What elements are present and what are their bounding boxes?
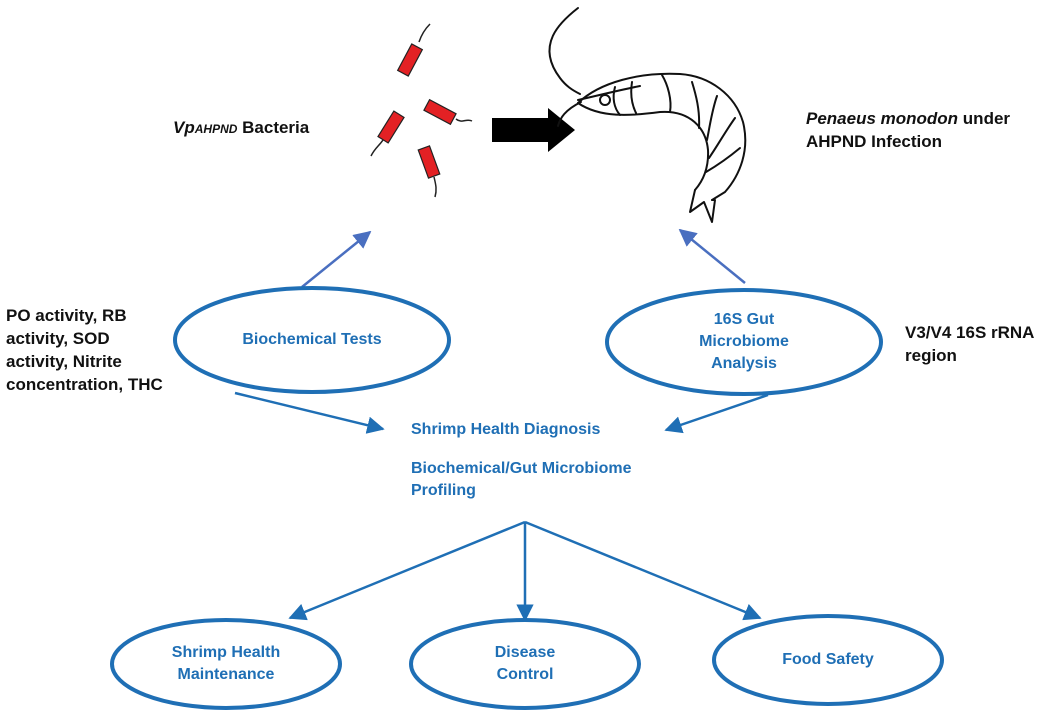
biochem-param-line: PO activity, RB	[6, 306, 127, 325]
rrna-line: V3/V4 16S rRNA	[905, 323, 1035, 342]
food-safety-label: Food Safety	[782, 651, 874, 668]
arrow-biochem-to-diagnosis	[234, 391, 385, 434]
rrna-region-label: V3/V4 16S rRNA region	[905, 321, 1034, 367]
biochem-parameters: PO activity, RB activity, SOD activity, …	[6, 304, 163, 396]
bacteria-subscript: AHPND	[194, 122, 238, 136]
bacterium-1	[396, 23, 431, 77]
food-safety-ellipse	[712, 614, 944, 706]
rrna-line: region	[905, 346, 957, 365]
diagnosis-label: Shrimp Health Diagnosis	[411, 421, 601, 438]
arrow-microbiome-to-shrimp	[678, 228, 746, 284]
bacterium-2	[423, 98, 473, 126]
infection-arrow	[492, 108, 575, 152]
maintenance-line: Shrimp Health	[171, 644, 281, 661]
shrimp-species: Penaeus monodon	[806, 109, 959, 128]
biochemical-tests-ellipse	[173, 286, 451, 394]
maintenance-ellipse	[110, 618, 342, 710]
bacteria-suffix: Bacteria	[237, 118, 310, 137]
disease-control-label: Disease Control	[425, 642, 625, 686]
shrimp-label: Penaeus monodon under AHPND Infection	[806, 107, 1010, 153]
arrow-biochem-to-bacteria	[301, 230, 372, 288]
profiling-label: Biochemical/Gut Microbiome Profiling	[411, 458, 631, 502]
arrow-microbiome-to-diagnosis	[664, 393, 769, 434]
disease-control-ellipse	[409, 618, 641, 710]
biochem-param-line: activity, Nitrite	[6, 352, 122, 371]
microbiome-analysis-ellipse	[605, 288, 883, 396]
biochem-param-line: concentration, THC	[6, 375, 163, 394]
disease-line: Disease	[494, 644, 556, 661]
profiling-line: Biochemical/Gut Microbiome	[411, 460, 632, 477]
microbiome-line: Microbiome	[699, 333, 789, 350]
shrimp-condition: AHPND Infection	[806, 132, 942, 151]
bacteria-prefix: Vp	[173, 118, 195, 137]
disease-line: Control	[496, 666, 554, 683]
microbiome-analysis-label: 16S Gut Microbiome Analysis	[644, 309, 844, 375]
profiling-line: Profiling	[411, 482, 476, 499]
biochemical-tests-label: Biochemical Tests	[242, 331, 382, 348]
shrimp-under: under	[958, 109, 1011, 128]
bacteria-label: VpAHPND Bacteria	[173, 116, 309, 141]
bacterium-3	[370, 110, 405, 157]
bacterium-4	[417, 145, 441, 198]
shrimp-illustration	[548, 7, 747, 223]
maintenance-line: Maintenance	[177, 666, 275, 683]
arrow-to-food-safety	[524, 520, 762, 621]
biochem-param-line: activity, SOD	[6, 329, 110, 348]
microbiome-line: 16S Gut	[713, 311, 775, 328]
maintenance-label: Shrimp Health Maintenance	[126, 642, 326, 686]
microbiome-line: Analysis	[711, 355, 777, 372]
arrow-to-maintenance	[288, 520, 526, 621]
